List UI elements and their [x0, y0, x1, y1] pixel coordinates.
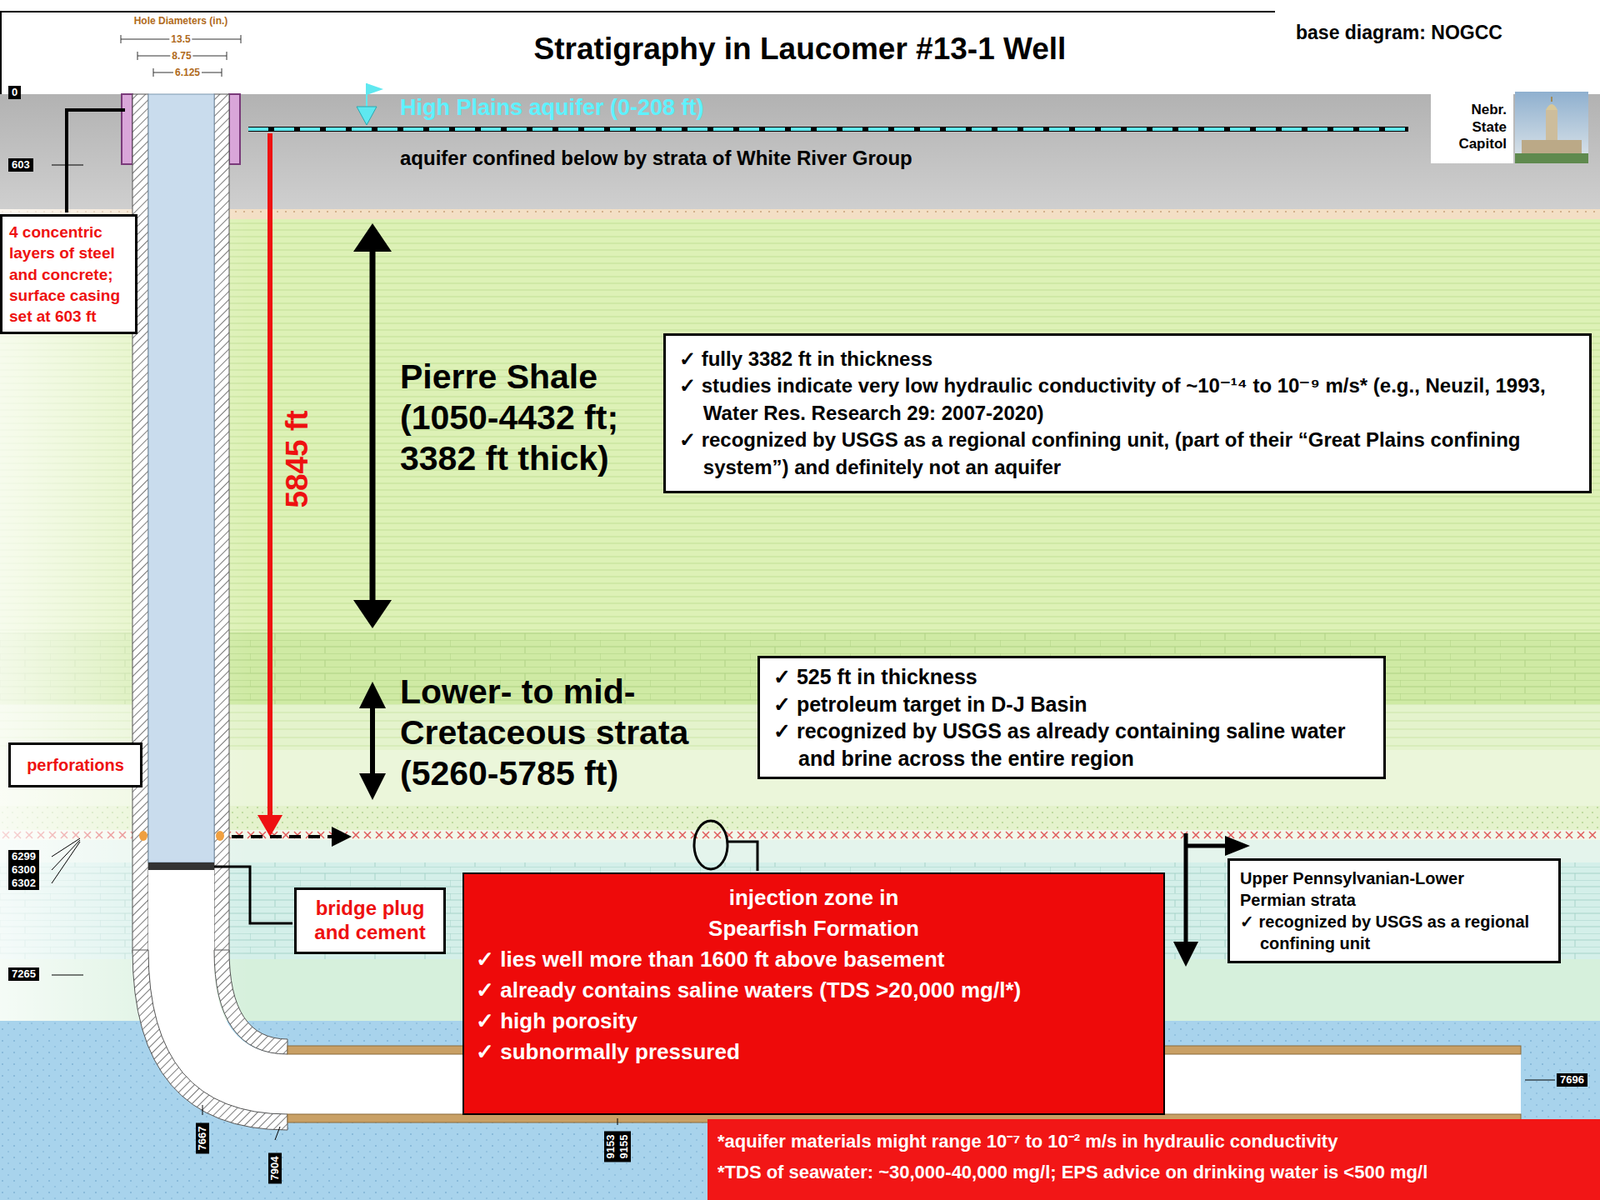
node-text: *aquifer materials might range 10⁻⁷ to 1… — [717, 1125, 1590, 1157]
node-text: injection zone in Spearfish Formation — [693, 882, 935, 945]
depth-tag: 7904 — [268, 1153, 282, 1185]
depth-tag: 0 — [8, 85, 21, 100]
bridge-plug-box: bridge plug and cement — [294, 887, 446, 955]
injection-zone-box: injection zone in Spearfish Formation✓ l… — [462, 872, 1165, 1115]
frame-line — [0, 10, 1275, 13]
node-text: ✓ 525 ft in thickness — [773, 663, 1370, 691]
dimension-value: 13.5 — [169, 34, 192, 45]
node-text: ✓ studies indicate very low hydraulic co… — [679, 372, 1576, 427]
casing-callout-box: 4 concentric layers of steel and concret… — [0, 214, 138, 335]
cretaceous-info-box: ✓ 525 ft in thickness✓ petroleum target … — [757, 655, 1386, 780]
depth-tag: 7696 — [1556, 1073, 1588, 1087]
node-text: Nebr. State Capitol — [1440, 101, 1507, 153]
depth-tag: 9155 — [617, 1131, 631, 1163]
high-plains-water-table — [248, 83, 1409, 130]
bridge-plug — [148, 862, 215, 870]
node-text: ✓ recognized by USGS as already containi… — [773, 717, 1370, 772]
depth-label: 5845 ft — [280, 410, 315, 508]
node-text: ✓ lies well more than 1600 ft above base… — [475, 944, 1152, 975]
injection-arrow — [231, 826, 352, 847]
node-text: perforations — [15, 755, 135, 775]
footnote-box: *aquifer materials might range 10⁻⁷ to 1… — [707, 1119, 1600, 1200]
formation-label: Pierre Shale (1050-4432 ft; 3382 ft thic… — [400, 356, 659, 480]
perforation — [139, 830, 148, 841]
perforations-box: perforations — [8, 742, 143, 788]
confining-note: aquifer confined below by strata of Whit… — [400, 146, 913, 170]
node-text: ✓ already contains saline waters (TDS >2… — [475, 975, 1152, 1006]
depth-arrow — [257, 133, 283, 837]
node-text: ✓ recognized by USGS as a regional confi… — [679, 426, 1576, 481]
capitol-photo — [1515, 91, 1589, 164]
wellbore — [132, 94, 1521, 1130]
depth-tag: 6300 — [8, 863, 40, 877]
pierre-info-box: ✓ fully 3382 ft in thickness✓ studies in… — [663, 333, 1592, 494]
node-text: ✓ subnormally pressured — [475, 1036, 1152, 1068]
node-text: Upper Pennsylvanian-Lower Permian strata — [1240, 867, 1490, 911]
depth-tag: 603 — [8, 158, 34, 172]
capitol-label-box: Nebr. State Capitol — [1430, 91, 1514, 164]
formation-label: Lower- to mid- Cretaceous strata (5260-5… — [400, 671, 709, 795]
strata-layers — [0, 94, 1600, 1200]
node-text: bridge plug and cement — [301, 896, 439, 945]
depth-tag: 7667 — [195, 1123, 210, 1155]
dimension-title: Hole Diameters (in.) — [134, 15, 229, 27]
perforation — [215, 830, 225, 841]
dimension-value: 6.125 — [173, 67, 202, 79]
depth-tag: 7265 — [8, 967, 40, 981]
node-text: ✓ recognized by USGS as a regional confi… — [1240, 910, 1549, 955]
node-text: ✓ fully 3382 ft in thickness — [679, 345, 1576, 373]
leader-lines — [51, 110, 1555, 1140]
depth-tag: 6302 — [8, 876, 40, 890]
white-river-layer — [0, 94, 1600, 210]
source-note: base diagram: NOGCC — [1295, 21, 1503, 45]
confining-unit-box: Upper Pennsylvanian-Lower Permian strata… — [1227, 858, 1561, 964]
aquifer-label: High Plains aquifer (0-208 ft) — [400, 95, 705, 121]
diagram-title: Stratigraphy in Laucomer #13-1 Well — [366, 31, 1234, 67]
node-text: ✓ high porosity — [475, 1005, 1152, 1037]
node-text: *TDS of seawater: ~30,000-40,000 mg/l; E… — [717, 1156, 1590, 1188]
depth-tag: 6299 — [8, 850, 40, 864]
node-text: ✓ petroleum target in D-J Basin — [773, 690, 1370, 719]
depth-tag: 9153 — [604, 1131, 618, 1163]
node-text: 4 concentric layers of steel and concret… — [9, 221, 129, 327]
thickness-arrows — [353, 223, 392, 800]
dimension-value: 8.75 — [170, 50, 193, 62]
